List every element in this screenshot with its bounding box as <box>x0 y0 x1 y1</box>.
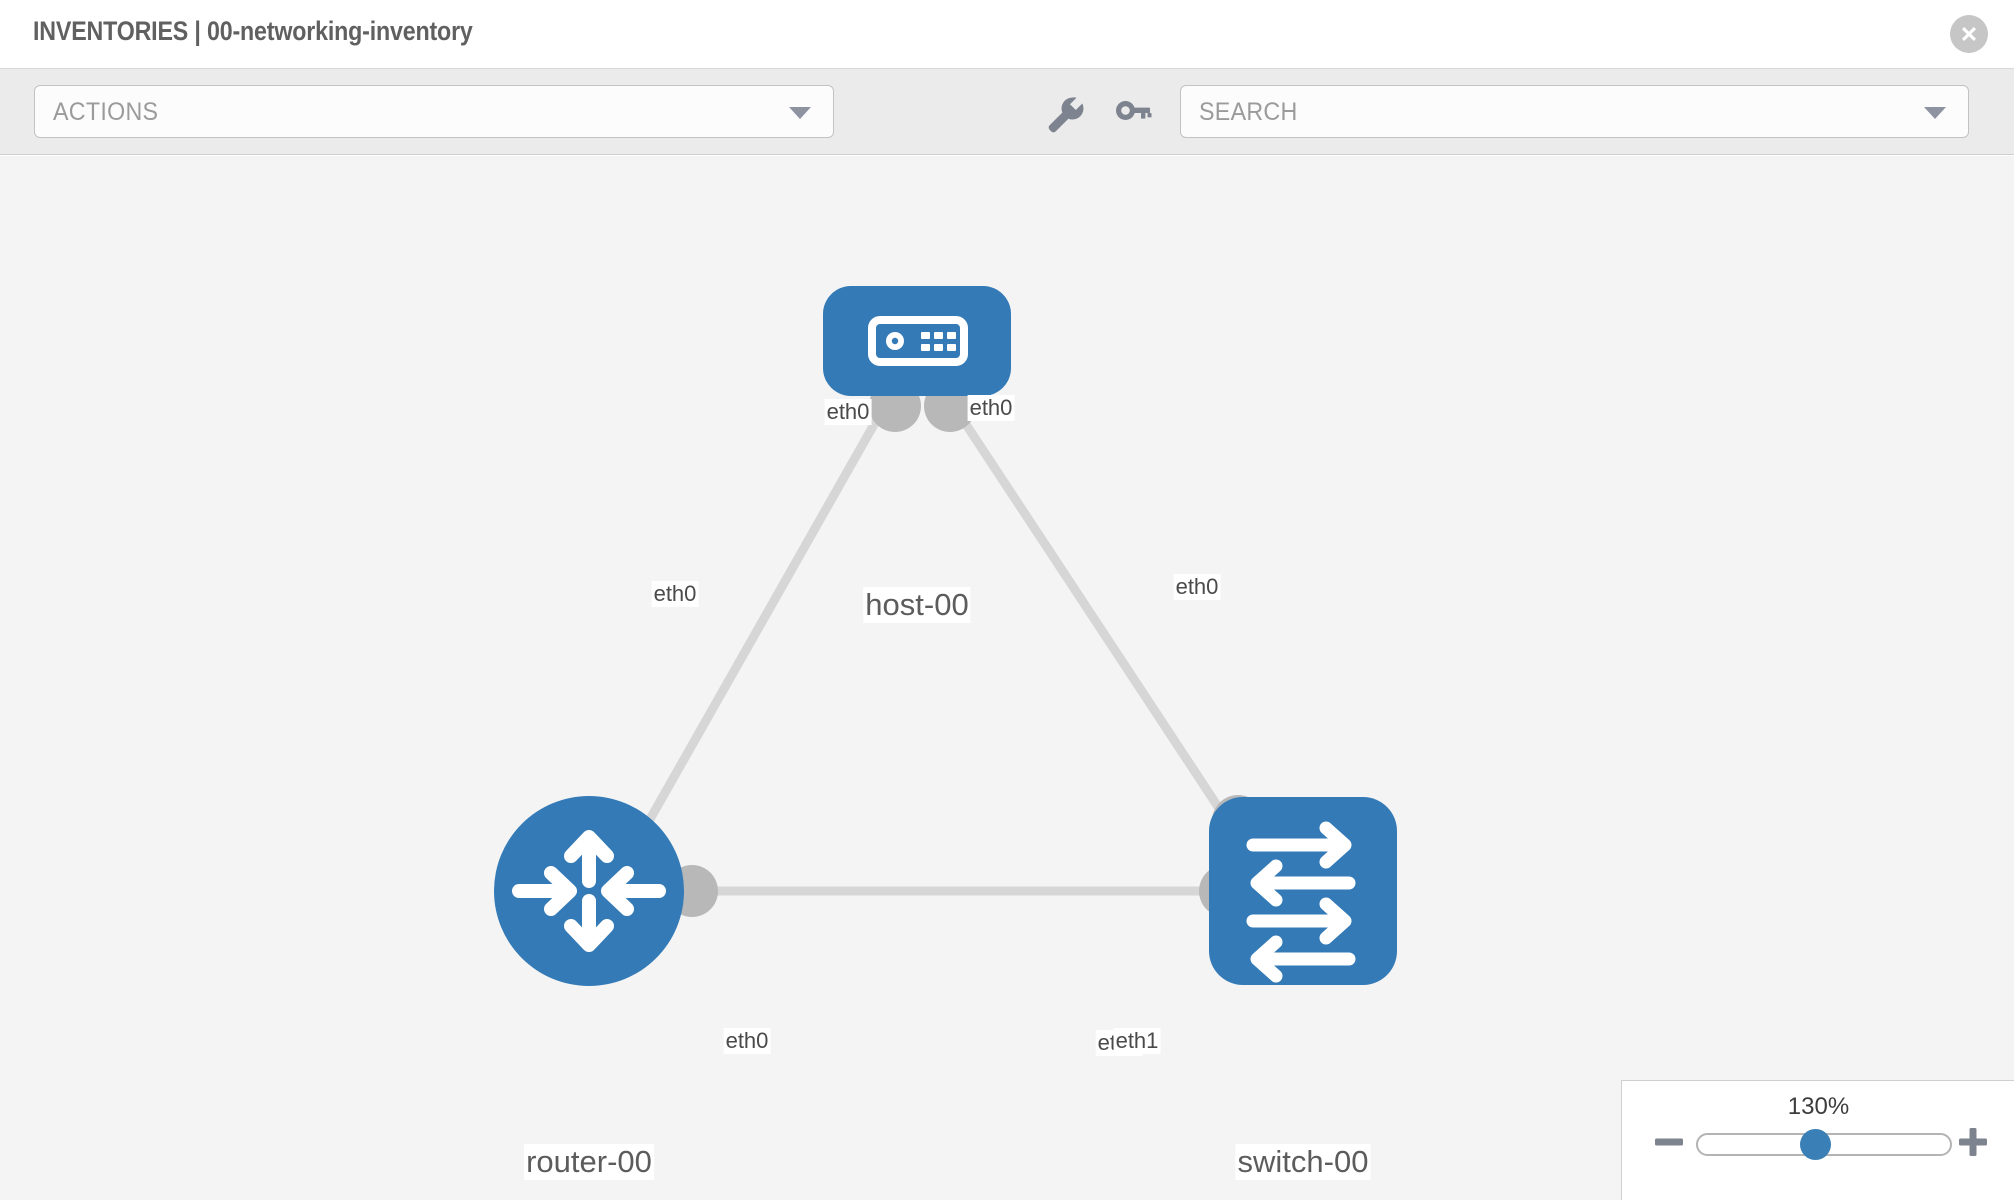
page-header: INVENTORIES | 00-networking-inventory <box>0 0 2014 69</box>
search-placeholder: SEARCH <box>1199 98 1298 126</box>
zoom-slider-handle[interactable] <box>1800 1129 1831 1160</box>
topology-canvas[interactable]: eth0 eth0 eth0 eth0 eth0 eth0 eth1 host-… <box>0 156 2014 1200</box>
link-label-router-switch-far-b: eth1 <box>1113 1028 1161 1054</box>
minus-icon[interactable] <box>1652 1125 1686 1159</box>
router-arrows-icon <box>512 830 666 952</box>
actions-dropdown-label: ACTIONS <box>53 98 159 126</box>
actions-dropdown[interactable]: ACTIONS <box>34 85 834 138</box>
wrench-icon[interactable] <box>1042 91 1086 135</box>
link-connectors <box>666 380 1264 917</box>
node-label-switch-00: switch-00 <box>1235 1144 1371 1180</box>
breadcrumb: INVENTORIES | 00-networking-inventory <box>33 16 473 46</box>
node-router-00[interactable] <box>494 796 684 986</box>
node-switch-00[interactable] <box>1209 797 1397 985</box>
key-icon[interactable] <box>1110 91 1154 135</box>
plus-icon[interactable] <box>1956 1125 1990 1159</box>
link-label-host-switch-near: eth0 <box>967 395 1015 421</box>
toolbar: ACTIONS SEARCH <box>0 69 2014 155</box>
topology-graph <box>494 286 1397 986</box>
link-label-host-switch-far: eth0 <box>1173 574 1221 600</box>
zoom-percent-label: 130% <box>1787 1093 1850 1120</box>
node-label-router-00: router-00 <box>524 1144 654 1180</box>
link-label-host-router-far: eth0 <box>651 581 699 607</box>
link-host-switch <box>940 388 1236 831</box>
search-input[interactable]: SEARCH <box>1180 85 1969 138</box>
link-host-router <box>641 388 897 831</box>
chevron-down-icon <box>1924 107 1946 119</box>
chevron-down-icon <box>789 107 811 119</box>
link-label-host-router-near: eth0 <box>824 399 872 425</box>
server-icon <box>868 316 968 366</box>
switch-arrows-icon <box>1246 821 1356 983</box>
node-host-00[interactable] <box>823 286 1011 396</box>
link-label-router-switch-near: eth0 <box>723 1028 771 1054</box>
node-label-host-00: host-00 <box>863 587 971 623</box>
close-icon[interactable] <box>1950 15 1988 53</box>
zoom-control-panel: 130% <box>1621 1080 2014 1200</box>
